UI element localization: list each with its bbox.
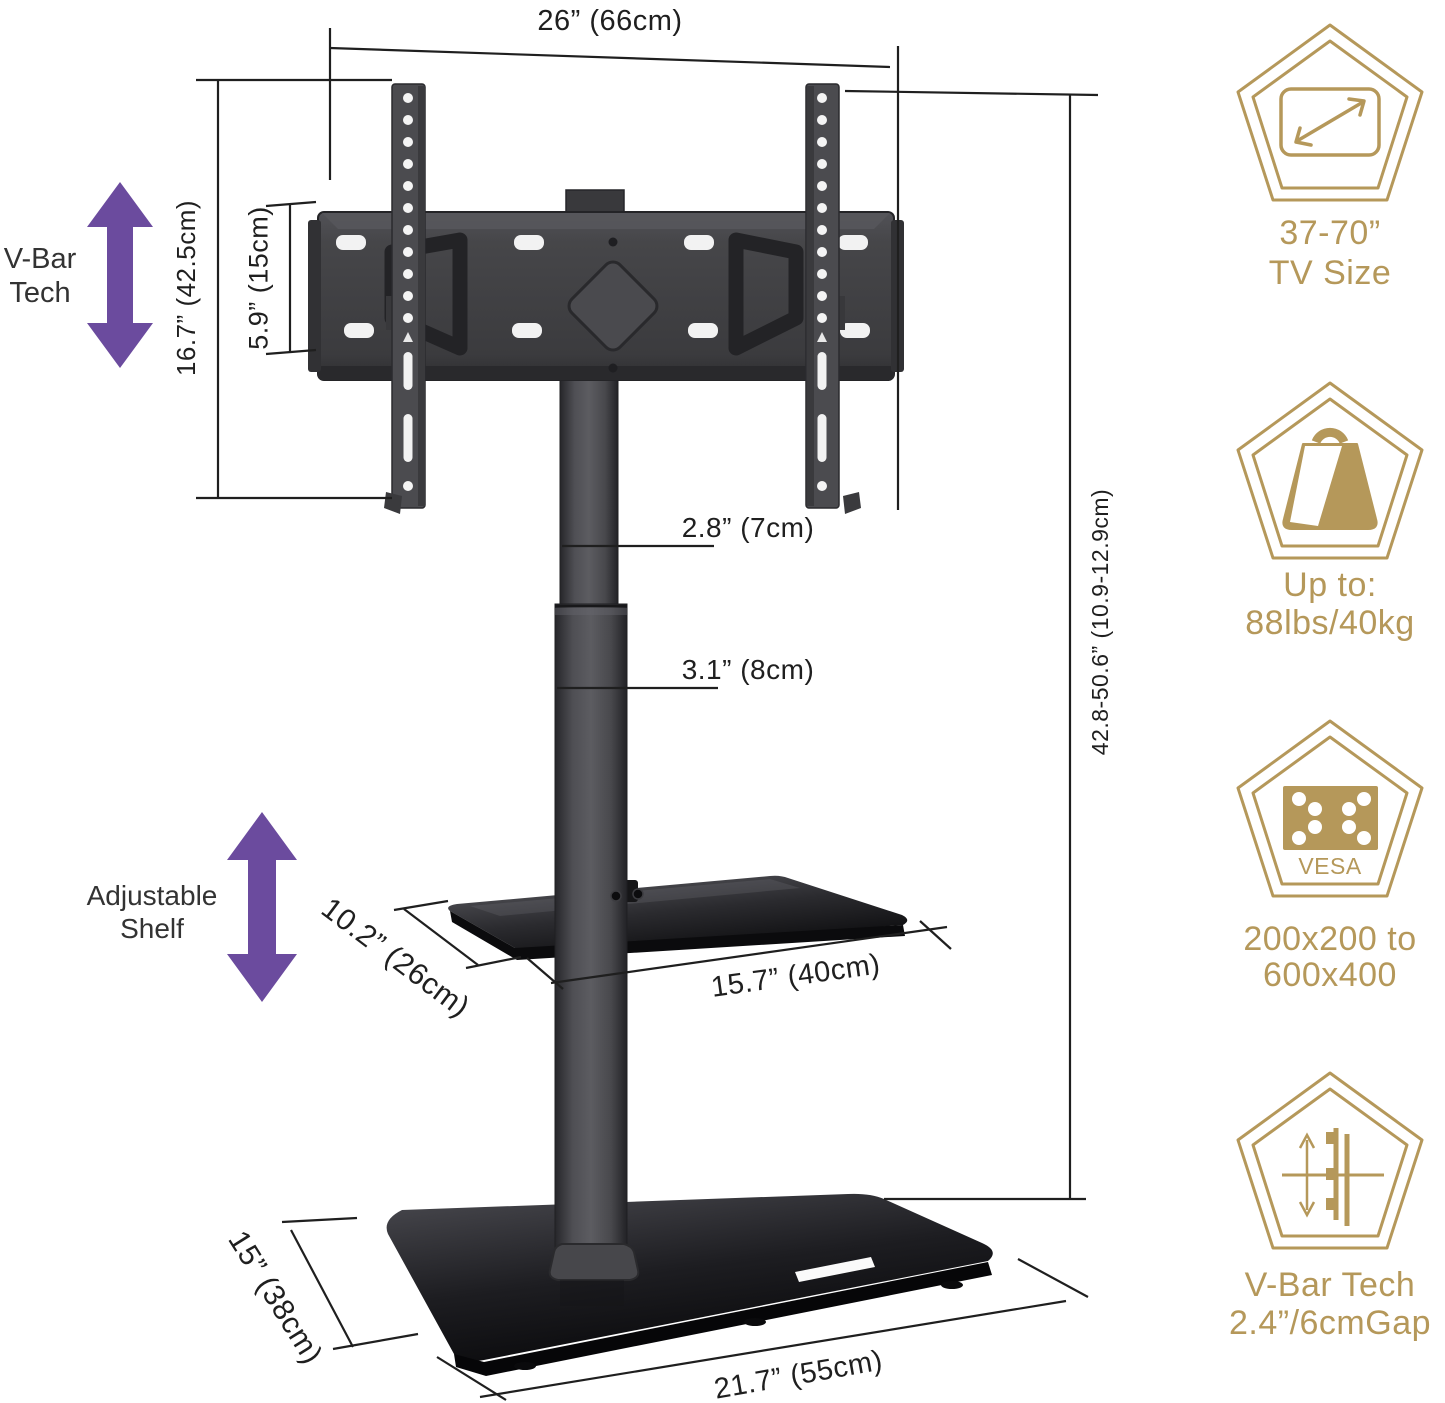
shelf-clamp bbox=[610, 888, 644, 902]
right-vesa-rail bbox=[805, 83, 861, 514]
right-handle-cutout bbox=[728, 232, 804, 356]
dim-base-depth-label: 15” (38cm) bbox=[221, 1225, 328, 1370]
pole-base-collar bbox=[548, 1243, 640, 1306]
dim-lower-pole: 3.1” (8cm) bbox=[557, 654, 815, 690]
vesa-pattern-pentagon-icon: VESA bbox=[1236, 719, 1424, 898]
left-vesa-rail bbox=[384, 83, 426, 514]
double-vertical-arrow-icon bbox=[227, 812, 297, 1002]
dim-top-width: 26” (66cm) bbox=[328, 5, 900, 510]
feature-list: 37-70” TV Size Up to: 88lbs/40kg bbox=[1229, 23, 1431, 1342]
dim-upper-pole-label: 2.8” (7cm) bbox=[682, 512, 815, 543]
feature-weight-line2: 88lbs/40kg bbox=[1245, 604, 1414, 642]
feature-v-bar-line1: V-Bar Tech bbox=[1245, 1266, 1416, 1304]
adjustable-shelf-label-line1: Adjustable bbox=[87, 880, 218, 911]
callout-v-bar-tech: V-Bar Tech bbox=[4, 182, 153, 368]
feature-tv-size-line1: 37-70” bbox=[1279, 214, 1380, 252]
callout-adjustable-shelf: Adjustable Shelf bbox=[87, 812, 297, 1002]
double-vertical-arrow-icon bbox=[87, 182, 153, 368]
dim-stand-height: 42.8-50.6” (10.9-12.9cm) bbox=[844, 89, 1113, 1201]
adjustable-shelf-label-line2: Shelf bbox=[120, 913, 184, 944]
feature-v-bar-gap: V-Bar Tech 2.4”/6cmGap bbox=[1229, 1071, 1431, 1342]
feature-weight-capacity: Up to: 88lbs/40kg bbox=[1236, 381, 1424, 642]
dim-base-depth: 15” (38cm) bbox=[221, 1216, 419, 1370]
dim-top-width-label: 26” (66cm) bbox=[537, 5, 682, 37]
feature-weight-line1: Up to: bbox=[1283, 566, 1377, 604]
dim-mount-height-label: 16.7” (42.5cm) bbox=[171, 200, 201, 376]
dim-vesa-height: 5.9” (15cm) bbox=[243, 200, 317, 356]
feature-tv-size-line2: TV Size bbox=[1269, 254, 1392, 292]
feature-tv-size: 37-70” TV Size bbox=[1236, 23, 1424, 292]
rail-arrow-marking bbox=[403, 332, 413, 342]
v-bar-tech-label-line2: Tech bbox=[9, 277, 70, 309]
dim-upper-pole: 2.8” (7cm) bbox=[562, 512, 815, 548]
feature-vesa-line1: 200x200 to bbox=[1243, 920, 1416, 958]
feature-vesa-line2: 600x400 bbox=[1263, 956, 1397, 994]
dim-vesa-height-label: 5.9” (15cm) bbox=[243, 206, 273, 350]
dim-base-width-label: 21.7” (55cm) bbox=[712, 1345, 885, 1403]
v-bar-tech-label-line1: V-Bar bbox=[4, 243, 77, 275]
vesa-icon-label: VESA bbox=[1298, 853, 1362, 879]
base-reflection bbox=[795, 1257, 875, 1282]
feature-v-bar-line2: 2.4”/6cmGap bbox=[1229, 1304, 1431, 1342]
glass-shelf bbox=[448, 875, 908, 960]
center-pole bbox=[554, 377, 628, 1273]
tv-stand-illustration bbox=[308, 83, 993, 1376]
dim-mount-height: 16.7” (42.5cm) bbox=[171, 78, 392, 500]
feature-vesa: VESA 200x200 to 600x400 bbox=[1236, 719, 1424, 994]
v-bar-gap-pentagon-icon bbox=[1236, 1071, 1424, 1250]
mount-crossbar bbox=[308, 189, 904, 381]
dim-stand-height-label: 42.8-50.6” (10.9-12.9cm) bbox=[1087, 489, 1113, 755]
glass-base bbox=[386, 1193, 993, 1376]
weight-pentagon-icon bbox=[1236, 381, 1424, 560]
tv-diagonal-pentagon-icon bbox=[1236, 23, 1424, 202]
dim-lower-pole-label: 3.1” (8cm) bbox=[682, 654, 815, 685]
rail-arrow-marking bbox=[817, 332, 827, 342]
